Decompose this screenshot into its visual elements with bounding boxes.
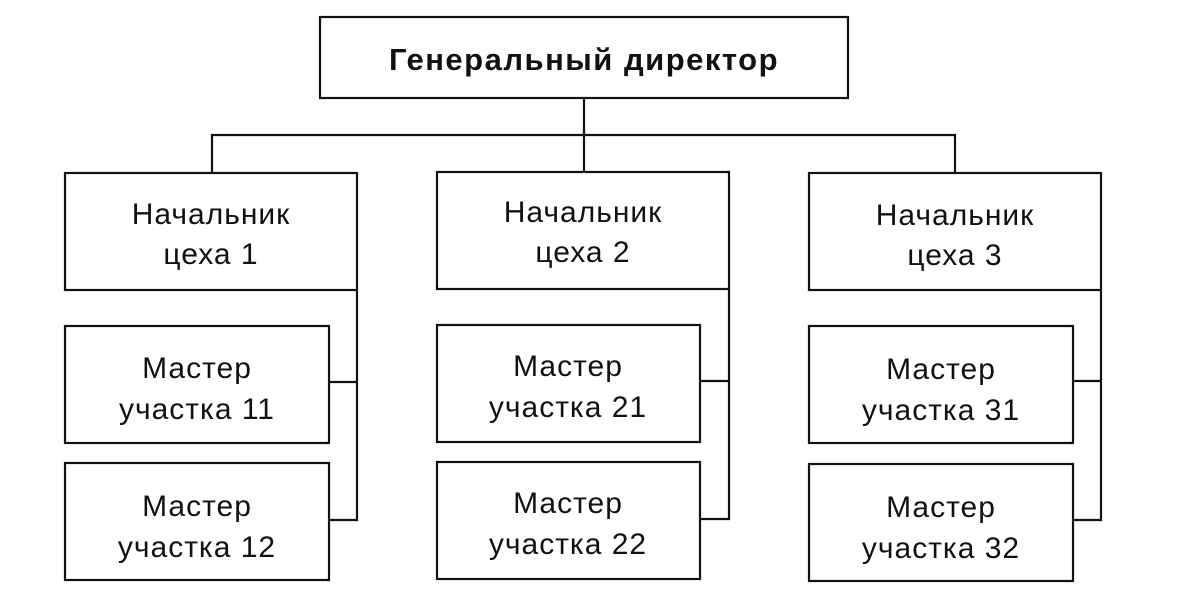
master-31-label-line1: Мастер	[886, 353, 996, 386]
master-12-label-line1: Мастер	[142, 490, 252, 523]
root-connectors	[210, 98, 957, 173]
master-31-node: Мастер участка 31	[807, 324, 1075, 445]
master-22-label-line2: участка 22	[489, 528, 647, 561]
dept-3-connectors	[1073, 290, 1103, 522]
master-11-node: Мастер участка 11	[63, 324, 331, 445]
master-21-box	[435, 323, 702, 444]
master-21-label-line2: участка 21	[489, 391, 647, 424]
master-12-node: Мастер участка 12	[63, 461, 331, 582]
master-31-label-line2: участка 31	[862, 394, 1020, 427]
dept-1-label-line2: цеха 1	[163, 238, 258, 271]
dept-2-label-line2: цеха 2	[535, 236, 630, 269]
dept-2-node: Начальник цеха 2	[435, 170, 731, 291]
master-32-label-line2: участка 32	[862, 532, 1020, 565]
master-21-node: Мастер участка 21	[435, 323, 702, 444]
dept-2-label-line1: Начальник	[504, 196, 663, 229]
root-node: Генеральный директор	[318, 15, 850, 100]
master-21-label-line1: Мастер	[513, 350, 623, 383]
master-31-box	[807, 324, 1075, 445]
dept-1-node: Начальник цеха 1	[63, 171, 359, 292]
dept-1-box	[63, 171, 359, 292]
master-32-node: Мастер участка 32	[807, 462, 1075, 583]
dept-1-label-line1: Начальник	[132, 198, 291, 231]
dept-2-connectors	[700, 289, 731, 521]
dept-3-label-line1: Начальник	[876, 199, 1035, 232]
master-22-node: Мастер участка 22	[435, 460, 702, 581]
master-32-box	[807, 462, 1075, 583]
master-22-label-line1: Мастер	[513, 487, 623, 520]
dept-3-box	[807, 171, 1103, 292]
dept-3-label-line2: цеха 3	[907, 239, 1002, 272]
master-11-label-line2: участка 11	[119, 393, 275, 426]
master-11-label-line1: Мастер	[142, 352, 252, 385]
dept-2-box	[435, 170, 731, 291]
root-label: Генеральный директор	[389, 42, 779, 77]
dept-3-node: Начальник цеха 3	[807, 171, 1103, 292]
master-12-box	[63, 461, 331, 582]
master-12-label-line2: участка 12	[118, 531, 276, 564]
master-11-box	[63, 324, 331, 445]
master-22-box	[435, 460, 702, 581]
root-box	[318, 15, 850, 100]
master-32-label-line1: Мастер	[886, 491, 996, 524]
dept-1-connectors	[329, 290, 359, 522]
